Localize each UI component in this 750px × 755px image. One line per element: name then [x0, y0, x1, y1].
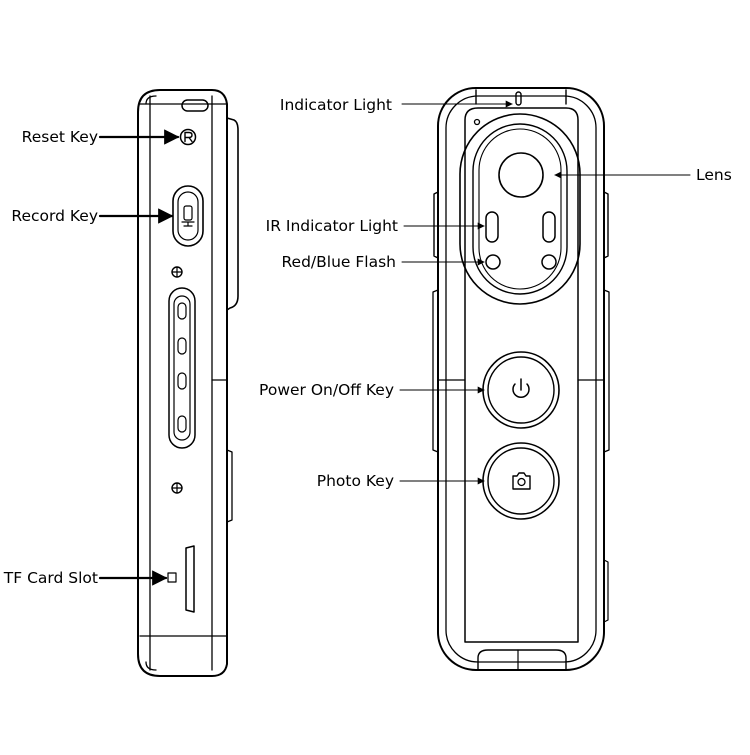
callout-lens: Lens: [554, 166, 732, 184]
microphone-icon: [181, 205, 195, 227]
lens: [498, 152, 544, 198]
label-indicator-light: Indicator Light: [280, 96, 392, 114]
front-view-device: [432, 87, 610, 671]
callout-record-key: Record Key: [11, 207, 174, 225]
label-reset-key: Reset Key: [22, 128, 98, 146]
label-power-key: Power On/Off Key: [259, 381, 394, 399]
power-icon: [512, 378, 530, 399]
power-key[interactable]: [482, 351, 560, 429]
reset-r-icon: [184, 131, 193, 143]
top-slot: [181, 99, 209, 112]
label-ir-indicator-light: IR Indicator Light: [266, 217, 398, 235]
callout-power-key: Power On/Off Key: [259, 381, 485, 399]
tf-card-slot: [167, 545, 195, 613]
label-red-blue-flash: Red/Blue Flash: [281, 253, 396, 271]
screw-top: [171, 266, 183, 278]
record-key[interactable]: [172, 185, 204, 247]
tf-card-icon: [167, 572, 177, 583]
side-view-device: [137, 89, 239, 677]
side-grip: [168, 287, 196, 449]
callout-indicator-light: Indicator Light: [280, 96, 513, 114]
indicator-light: [515, 91, 522, 106]
red-blue-flash: [485, 254, 557, 270]
callout-reset-key: Reset Key: [22, 128, 180, 146]
label-lens: Lens: [696, 166, 732, 184]
ir-indicator-lights: [485, 211, 556, 243]
callout-red-blue-flash: Red/Blue Flash: [281, 253, 485, 271]
callout-photo-key: Photo Key: [317, 472, 485, 490]
label-photo-key: Photo Key: [317, 472, 394, 490]
photo-key[interactable]: [482, 442, 560, 520]
label-record-key: Record Key: [11, 207, 98, 225]
screw-bottom: [171, 482, 183, 494]
lens-housing: [459, 113, 581, 305]
callout-tf-card-slot: TF Card Slot: [3, 569, 168, 587]
reset-key[interactable]: [179, 128, 197, 146]
callout-ir-indicator-light: IR Indicator Light: [266, 217, 485, 235]
label-tf-card-slot: TF Card Slot: [3, 569, 98, 587]
camera-icon: [512, 472, 531, 490]
